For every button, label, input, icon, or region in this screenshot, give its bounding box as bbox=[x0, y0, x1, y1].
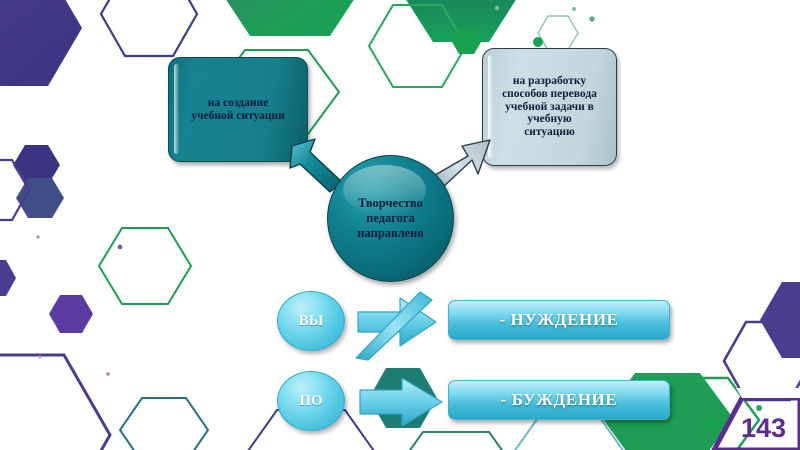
prefix-label-vy: ВЫ bbox=[298, 312, 324, 329]
branch-box-left-text: на создание учебной ситуации bbox=[185, 97, 290, 123]
crossed-right-arrow-icon bbox=[355, 291, 437, 361]
banner-nuzhdenie[interactable]: - НУЖДЕНИЕ bbox=[448, 300, 670, 340]
center-line1: Творчество bbox=[358, 195, 423, 210]
banner-label-2: - БУЖДЕНИЕ bbox=[500, 390, 618, 409]
center-node[interactable]: Творчество педагога направлено bbox=[327, 155, 454, 282]
center-line3: направлено bbox=[357, 226, 424, 241]
banner-buzhdenie[interactable]: - БУЖДЕНИЕ bbox=[448, 380, 670, 420]
branch-box-right[interactable]: на разработку способов перевода учебной … bbox=[482, 48, 617, 166]
banner-label-1: - НУЖДЕНИЕ bbox=[499, 310, 619, 329]
branch-box-left[interactable]: на создание учебной ситуации bbox=[168, 57, 308, 162]
page-number: 143 bbox=[740, 413, 786, 443]
prefix-ellipse-po[interactable]: ПО bbox=[277, 371, 345, 431]
branch-right-line2: способов перевода bbox=[502, 87, 597, 100]
branch-right-line1: на разработку bbox=[512, 74, 587, 87]
branch-left-line1: на создание bbox=[207, 96, 269, 109]
prefix-ellipse-vy[interactable]: ВЫ bbox=[277, 291, 345, 351]
arrow-up-right-silver bbox=[429, 139, 491, 189]
center-line2: педагога bbox=[366, 210, 415, 225]
branch-left-line2: учебной ситуации bbox=[191, 109, 285, 122]
prefix-label-po: ПО bbox=[299, 392, 323, 409]
right-arrow-icon bbox=[359, 377, 443, 427]
branch-right-line5: ситуацию bbox=[524, 126, 575, 139]
center-node-text: Творчество педагога направлено bbox=[357, 196, 423, 242]
branch-right-line3: учебной задачи в bbox=[505, 100, 594, 113]
branch-box-right-text: на разработку способов перевода учебной … bbox=[496, 75, 603, 139]
branch-right-line4: учебную bbox=[527, 113, 572, 126]
